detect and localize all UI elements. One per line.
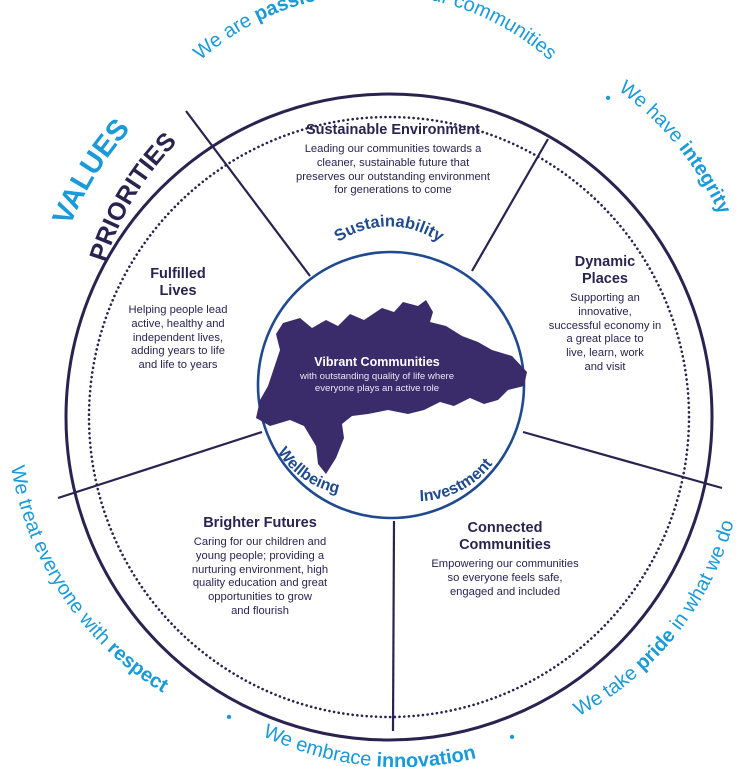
hub-title: Vibrant Communities xyxy=(314,355,440,369)
segment-dynamic-places: Dynamic Places Supporting an innovative,… xyxy=(530,254,680,375)
dotted-ring xyxy=(87,115,691,719)
region-map-shape xyxy=(256,300,527,474)
segment-connected-communities: Connected Communities Empowering our com… xyxy=(405,520,605,599)
segment-fulfilled-lives: Fulfilled Lives Helping people lead acti… xyxy=(98,266,258,373)
divider-line xyxy=(522,430,723,490)
divider-line xyxy=(471,138,549,272)
hub-subtitle: with outstanding quality of life where e… xyxy=(299,371,455,394)
divider-line xyxy=(185,110,311,277)
segment-brighter-futures: Brighter Futures Caring for our children… xyxy=(155,515,365,619)
segment-title: Connected Communities xyxy=(459,520,551,553)
divider-line xyxy=(391,520,396,732)
value-separator: • xyxy=(226,709,232,726)
segment-sustainable-environment: Sustainable Environment Leading our comm… xyxy=(262,122,524,198)
segment-title: Fulfilled Lives xyxy=(150,266,206,299)
segment-description: Leading our communities towards a cleane… xyxy=(295,143,491,197)
value-integrity: We have integrity xyxy=(615,76,736,218)
value-separator: • xyxy=(509,729,515,746)
segment-description: Empowering our communities so everyone f… xyxy=(431,558,579,598)
segment-title: Dynamic Places xyxy=(574,254,636,287)
value-passionate: We are passionate about our communities xyxy=(189,0,560,64)
segment-title: Sustainable Environment xyxy=(305,122,481,138)
value-separator: • xyxy=(605,90,611,107)
segment-description: Helping people lead active, healthy and … xyxy=(128,304,228,372)
segment-description: Caring for our children and young people… xyxy=(191,536,329,617)
segment-description: Supporting an innovative, successful eco… xyxy=(548,292,662,373)
divider-line xyxy=(57,430,263,500)
vibrant-communities-text: Vibrant Communities with outstanding qua… xyxy=(292,355,462,395)
segment-title: Brighter Futures xyxy=(203,515,317,531)
